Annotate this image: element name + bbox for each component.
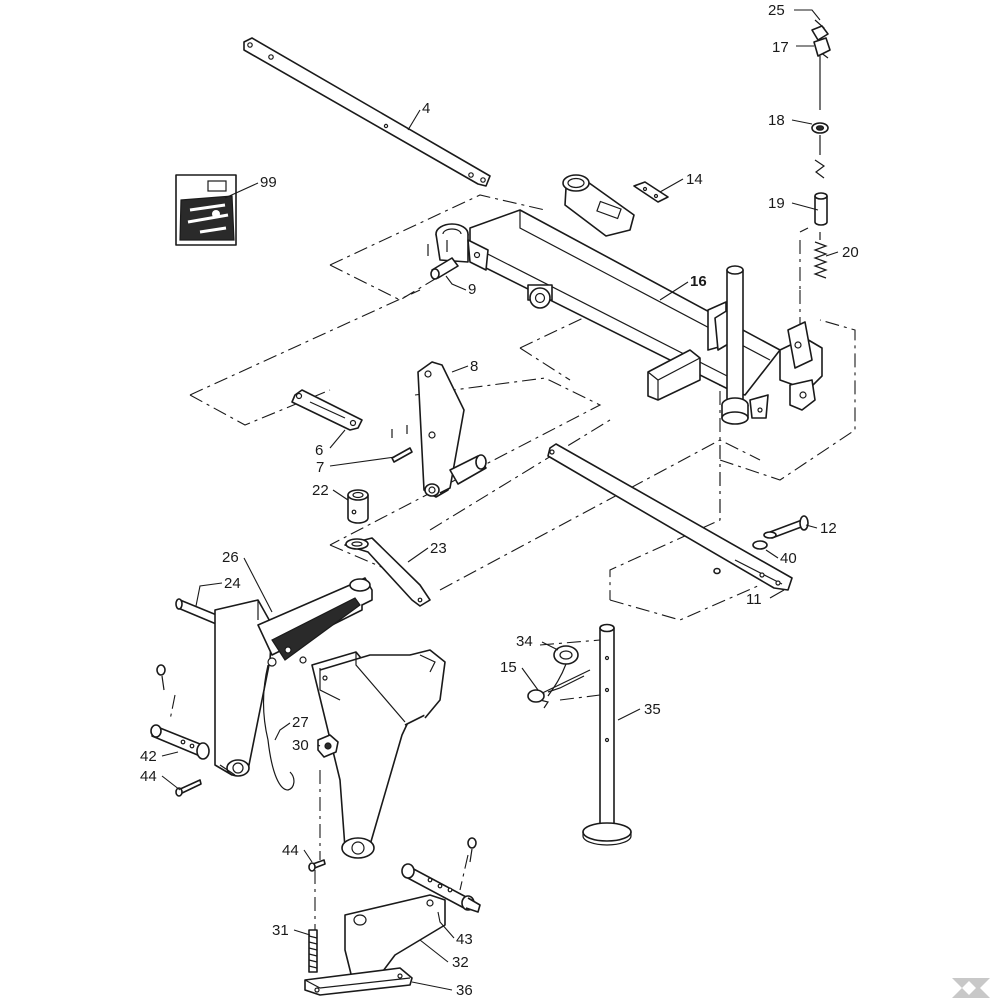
part-32-base-plate[interactable] xyxy=(344,894,446,979)
label-40[interactable]: 40 xyxy=(780,550,797,567)
part-31-threaded-rod[interactable] xyxy=(308,929,318,973)
part-22-bushing[interactable] xyxy=(347,489,369,524)
label-24[interactable]: 24 xyxy=(224,575,241,592)
part-19-shaft[interactable] xyxy=(799,159,828,233)
part-36-foot-plate[interactable] xyxy=(304,967,413,996)
label-22[interactable]: 22 xyxy=(312,482,329,499)
label-30[interactable]: 30 xyxy=(292,737,309,754)
label-26[interactable]: 26 xyxy=(222,549,239,566)
part-14-plate[interactable] xyxy=(633,181,669,203)
label-11[interactable]: 11 xyxy=(746,591,762,608)
label-27[interactable]: 27 xyxy=(292,714,309,731)
label-23[interactable]: 23 xyxy=(430,540,447,557)
part-42-pin[interactable] xyxy=(150,664,210,760)
label-35[interactable]: 35 xyxy=(644,701,661,718)
part-99-hardware-bag[interactable] xyxy=(175,174,237,246)
label-44-center[interactable]: 44 xyxy=(282,842,299,859)
part-30-block[interactable] xyxy=(317,734,339,758)
label-19[interactable]: 19 xyxy=(768,195,785,212)
label-99[interactable]: 99 xyxy=(260,174,277,191)
part-18-washer[interactable] xyxy=(811,122,829,155)
part-44-bolt-center[interactable] xyxy=(308,859,326,872)
part-20-spring[interactable] xyxy=(813,232,828,279)
leader-lines xyxy=(161,9,839,991)
label-9[interactable]: 9 xyxy=(468,281,476,298)
label-17[interactable]: 17 xyxy=(772,39,789,56)
label-8[interactable]: 8 xyxy=(470,358,478,375)
label-44-left[interactable]: 44 xyxy=(140,768,157,785)
part-9-pin[interactable] xyxy=(427,240,459,280)
part-23-bracket[interactable] xyxy=(344,537,431,607)
part-8-lifting-arm[interactable] xyxy=(417,361,487,498)
label-25[interactable]: 25 xyxy=(768,2,785,19)
label-20[interactable]: 20 xyxy=(842,244,859,261)
part-44-bolt-left[interactable] xyxy=(175,779,202,797)
part-35-support-leg[interactable] xyxy=(582,623,632,846)
label-32[interactable]: 32 xyxy=(452,954,469,971)
label-12[interactable]: 12 xyxy=(820,520,837,537)
part-26-stand[interactable] xyxy=(214,577,446,859)
part-4-flat-bar[interactable] xyxy=(243,37,491,187)
label-4[interactable]: 4 xyxy=(422,100,430,117)
label-42[interactable]: 42 xyxy=(140,748,157,765)
label-18[interactable]: 18 xyxy=(768,112,785,129)
part-11-long-bar[interactable] xyxy=(547,443,793,591)
part-7-pin[interactable] xyxy=(391,425,413,463)
k-chevron-logo-icon xyxy=(952,978,990,998)
part-labels: 25 17 18 19 20 4 99 14 16 9 8 6 7 22 23 … xyxy=(140,2,859,999)
part-27-wire-handle[interactable] xyxy=(262,664,295,791)
label-31[interactable]: 31 xyxy=(272,922,289,939)
part-12-bolt[interactable] xyxy=(763,515,809,539)
label-34[interactable]: 34 xyxy=(516,633,533,650)
label-6[interactable]: 6 xyxy=(315,442,323,459)
label-15[interactable]: 15 xyxy=(500,659,517,676)
part-15-chain-pin[interactable] xyxy=(527,669,591,709)
part-16-main-frame[interactable] xyxy=(435,174,823,425)
label-43[interactable]: 43 xyxy=(456,931,473,948)
label-7[interactable]: 7 xyxy=(316,459,324,476)
part-6-link-plate[interactable] xyxy=(291,389,363,431)
part-43-pin[interactable] xyxy=(401,837,481,913)
label-14[interactable]: 14 xyxy=(686,171,703,188)
part-17-hitch-pin[interactable] xyxy=(813,37,831,110)
part-34-lynch-pin[interactable] xyxy=(547,645,579,697)
part-40-nut[interactable] xyxy=(713,540,768,575)
label-36[interactable]: 36 xyxy=(456,982,473,999)
label-16[interactable]: 16 xyxy=(690,273,707,290)
